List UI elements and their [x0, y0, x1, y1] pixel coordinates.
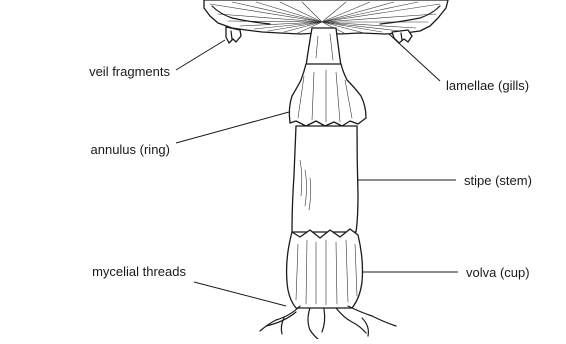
label-veil-fragments: veil fragments	[89, 64, 170, 79]
mycelial-threads-leader	[194, 282, 286, 306]
annulus-leader	[176, 112, 289, 143]
label-stipe: stipe (stem)	[464, 173, 532, 188]
label-mycelial-threads: mycelial threads	[92, 264, 186, 279]
annulus-illustration	[289, 64, 366, 126]
veil-fragments-leader	[176, 40, 225, 70]
stipe-illustration	[292, 126, 358, 232]
label-lamellae: lamellae (gills)	[446, 78, 529, 93]
label-volva: volva (cup)	[466, 265, 530, 280]
volva-illustration	[287, 229, 363, 308]
lamellae-leader	[389, 34, 440, 81]
mycelial-threads-illustration	[260, 306, 396, 339]
label-annulus: annulus (ring)	[91, 142, 171, 157]
upper-stipe-illustration	[306, 28, 341, 66]
